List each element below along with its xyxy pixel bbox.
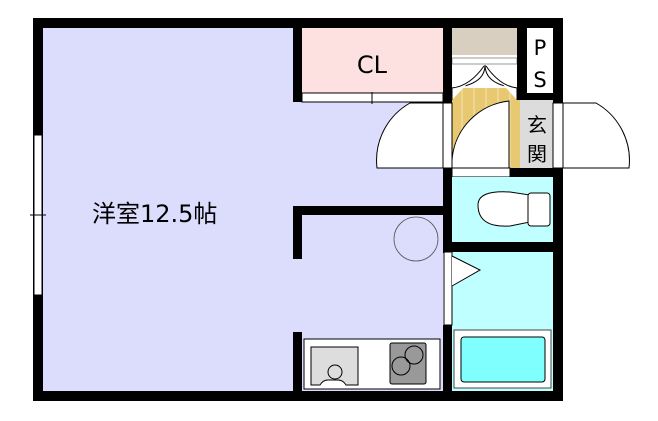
washing-machine-space (393, 216, 439, 262)
entrance-label-1: 玄 (527, 113, 547, 137)
bathroom-door-swing (451, 255, 482, 287)
pipe-space (527, 28, 553, 93)
front-door[interactable] (552, 102, 564, 169)
entrance-label-2: 関 (527, 142, 547, 166)
pipe-space-label-p: P (534, 36, 547, 60)
bathtub (460, 336, 546, 383)
shelf-edge (451, 57, 518, 65)
room-door[interactable] (442, 102, 453, 169)
entrance-tile (520, 100, 553, 168)
toilet-door-swing (451, 100, 510, 169)
closet-label: CL (357, 51, 388, 79)
room-door-swing (376, 102, 444, 169)
closet-floor (302, 28, 443, 93)
front-door-swing (562, 102, 630, 169)
stove (389, 342, 427, 385)
sink (310, 346, 359, 386)
toilet-bowl (477, 191, 531, 227)
pipe-space-label-s: S (533, 68, 546, 92)
bathroom-door[interactable] (443, 251, 453, 326)
western-room-label: 洋室12.5帖 (92, 200, 217, 228)
shoe-shelf (452, 28, 517, 55)
toilet-tank (527, 192, 551, 227)
double-door-swing (451, 64, 518, 89)
